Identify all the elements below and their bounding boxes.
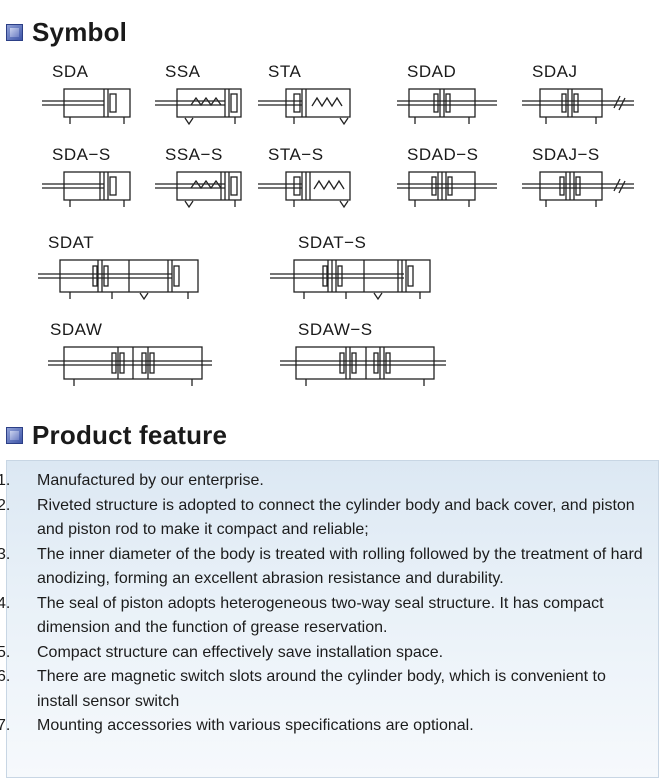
item-number: 5. xyxy=(0,643,11,661)
symbol-sdad-s: SDAD−S xyxy=(397,145,507,215)
list-item: 2. Riveted structure is adopted to connec… xyxy=(0,494,650,543)
symbol-heading: Symbol xyxy=(6,17,127,48)
symbol-label: SDAT−S xyxy=(298,233,367,252)
cylinder-symbol-icon xyxy=(48,346,212,386)
item-text: There are magnetic switch slots around t… xyxy=(37,668,606,710)
cylinder-symbol-icon xyxy=(258,88,351,126)
item-number: 7. xyxy=(0,717,11,734)
list-item: 6. There are magnetic switch slots around… xyxy=(0,665,650,714)
cylinder-symbol-icon xyxy=(397,171,497,207)
feature-list: 1. Manufactured by our enterprise. 2. Rive… xyxy=(0,461,658,739)
list-item: 4. The seal of piston adopts heterogeneou… xyxy=(0,592,650,641)
item-number: 1. xyxy=(0,472,11,489)
list-item: 3. The inner diameter of the body is trea… xyxy=(0,543,650,592)
symbol-label: STA xyxy=(268,62,302,81)
symbol-sdat-s: SDAT−S xyxy=(270,233,440,308)
symbol-sdaj: SDAJ xyxy=(522,62,642,132)
symbol-sdat: SDAT xyxy=(38,233,208,308)
symbol-label: SSA xyxy=(165,62,201,81)
cylinder-symbol-icon xyxy=(155,171,242,209)
cylinder-symbol-icon xyxy=(522,171,634,207)
symbol-label: SDAW xyxy=(50,320,103,339)
item-text: Riveted structure is adopted to connect … xyxy=(37,496,635,539)
cylinder-symbol-icon xyxy=(258,171,351,209)
symbol-sda-s: SDA−S xyxy=(42,145,142,215)
symbol-label: SSA−S xyxy=(165,145,223,164)
cylinder-symbol-icon xyxy=(270,259,431,301)
symbol-label: SDA−S xyxy=(52,145,111,164)
symbol-sda: SDA xyxy=(42,62,142,132)
item-text: The inner diameter of the body is treate… xyxy=(37,545,643,588)
cylinder-symbol-icon xyxy=(280,346,446,386)
item-text: Manufactured by our enterprise. xyxy=(37,472,264,489)
symbol-label: SDAD xyxy=(407,62,457,81)
item-number: 4. xyxy=(0,594,11,612)
cylinder-symbol-icon xyxy=(42,171,131,207)
item-text: Compact structure can effectively save i… xyxy=(37,643,444,661)
symbol-label: SDAJ xyxy=(532,62,578,81)
item-text: The seal of piston adopts heterogeneous … xyxy=(37,594,604,637)
list-item: 5. Compact structure can effectively save… xyxy=(0,641,650,666)
list-item: 1. Manufactured by our enterprise. xyxy=(0,469,650,494)
feature-heading: Product feature xyxy=(6,420,227,451)
symbol-label: SDAT xyxy=(48,233,95,252)
symbol-sdaj-s: SDAJ−S xyxy=(522,145,642,215)
symbol-title: Symbol xyxy=(32,17,128,47)
cylinder-symbol-icon xyxy=(155,88,242,126)
symbol-label: SDAD−S xyxy=(407,145,479,164)
item-number: 6. xyxy=(0,668,11,685)
symbol-ssa-s: SSA−S xyxy=(155,145,255,215)
symbol-sdaw: SDAW xyxy=(42,320,222,395)
cylinder-symbol-icon xyxy=(397,88,497,124)
symbol-sdaw-s: SDAW−S xyxy=(280,320,460,395)
square-bullet-icon xyxy=(6,427,23,444)
square-bullet-icon xyxy=(6,24,23,41)
symbol-sta-s: STA−S xyxy=(258,145,358,215)
item-number: 3. xyxy=(0,545,11,563)
symbol-label: SDAW−S xyxy=(298,320,373,339)
cylinder-symbol-icon xyxy=(38,259,199,301)
symbol-label: STA−S xyxy=(268,145,324,164)
feature-panel: 1. Manufactured by our enterprise. 2. Rive… xyxy=(0,460,659,778)
symbol-ssa: SSA xyxy=(155,62,255,132)
symbol-label: SDAJ−S xyxy=(532,145,600,164)
item-text: Mounting accessories with various specif… xyxy=(37,717,474,734)
feature-title: Product feature xyxy=(32,420,228,450)
cylinder-symbol-icon xyxy=(42,88,131,124)
list-item: 7. Mounting accessories with various spec… xyxy=(0,714,650,739)
item-number: 2. xyxy=(0,496,11,514)
symbol-sta: STA xyxy=(258,62,358,132)
symbol-label: SDA xyxy=(52,62,89,81)
cylinder-symbol-icon xyxy=(522,88,634,124)
symbol-sdad: SDAD xyxy=(397,62,507,132)
